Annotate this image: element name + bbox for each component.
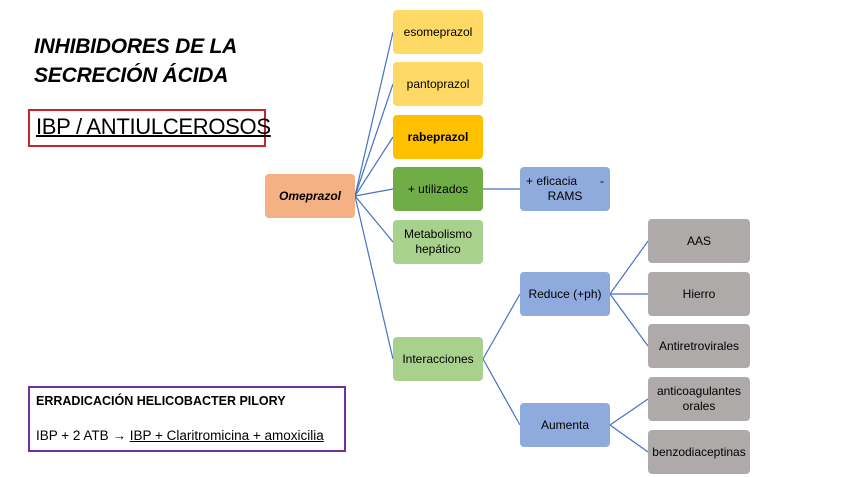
page-title: INHIBIDORES DE LA SECRECIÓN ÁCIDA xyxy=(34,32,237,90)
helicobacter-box: ERRADICACIÓN HELICOBACTER PILORY IBP + 2… xyxy=(28,386,346,452)
node-benzodiaceptinas: benzodiaceptinas xyxy=(648,430,750,474)
helicobacter-title: ERRADICACIÓN HELICOBACTER PILORY xyxy=(36,394,286,408)
regimen-prefix: IBP + 2 ATB xyxy=(36,428,109,443)
title-line-2: SECRECIÓN ÁCIDA xyxy=(34,64,229,87)
connector-omeprazol-metabolismo xyxy=(354,195,394,243)
connector-interacciones-reduce xyxy=(482,293,521,360)
node-omeprazol-label: Omeprazol xyxy=(278,188,341,203)
node-rabeprazol-label: rabeprazol xyxy=(407,129,469,144)
node-pantoprazol: pantoprazol xyxy=(393,62,483,106)
node-pantoprazol-label: pantoprazol xyxy=(406,76,470,91)
connector-omeprazol-utilizados xyxy=(354,188,394,197)
node-aumenta: Aumenta xyxy=(520,403,610,447)
node-aas: AAS xyxy=(648,219,750,263)
node-eficacia-minus: - xyxy=(600,174,604,188)
node-antiretrovirales-label: Antiretrovirales xyxy=(658,338,740,353)
node-metabolismo-label: Metabolismo hepático xyxy=(403,227,473,256)
node-benzodiaceptinas-label: benzodiaceptinas xyxy=(652,444,746,459)
node-utilizados-label: + utilizados xyxy=(407,181,469,196)
node-anticoagulantes: anticoagulantes orales xyxy=(648,377,750,421)
node-aas-label: AAS xyxy=(686,233,711,248)
title-line-1: INHIBIDORES DE LA xyxy=(34,35,238,58)
helicobacter-regimen-line: IBP + 2 ATB → IBP + Claritromicina + amo… xyxy=(36,428,324,443)
node-hierro: Hierro xyxy=(648,272,750,316)
node-eficacia-rams: + eficacia - RAMS xyxy=(520,167,610,211)
regimen-detail: IBP + Claritromicina + amoxicilia xyxy=(129,428,324,443)
connector-omeprazol-pantoprazol xyxy=(354,83,394,197)
connector-reduce-aas xyxy=(609,240,649,295)
connector-omeprazol-rabeprazol xyxy=(354,136,394,197)
connector-aumenta-anticoagulantes xyxy=(609,398,649,426)
node-interacciones-label: Interacciones xyxy=(402,351,474,366)
connector-interacciones-aumenta xyxy=(482,358,521,426)
arrow-right-icon: → xyxy=(112,428,126,443)
node-antiretrovirales: Antiretrovirales xyxy=(648,324,750,368)
node-reduce-label: Reduce (+ph) xyxy=(528,286,602,301)
node-aumenta-label: Aumenta xyxy=(540,417,590,432)
node-rabeprazol: rabeprazol xyxy=(393,115,483,159)
node-esomeprazol: esomeprazol xyxy=(393,10,483,54)
node-interacciones: Interacciones xyxy=(393,337,483,381)
connector-reduce-antiretrovirales xyxy=(609,293,649,347)
node-anticoagulantes-label: anticoagulantes orales xyxy=(656,384,742,413)
node-reduce: Reduce (+ph) xyxy=(520,272,610,316)
node-eficacia-label: + eficacia xyxy=(526,174,578,188)
node-utilizados: + utilizados xyxy=(393,167,483,211)
ibp-subtitle: IBP / ANTIULCEROSOS xyxy=(36,114,271,139)
node-esomeprazol-label: esomeprazol xyxy=(403,24,473,39)
node-omeprazol: Omeprazol xyxy=(265,174,355,218)
connector-aumenta-benzodiaceptinas xyxy=(609,424,649,453)
node-hierro-label: Hierro xyxy=(682,286,716,301)
node-metabolismo: Metabolismo hepático xyxy=(393,220,483,264)
node-rams-label: RAMS xyxy=(547,189,583,203)
ibp-subtitle-box: IBP / ANTIULCEROSOS xyxy=(28,109,271,147)
connector-omeprazol-interacciones xyxy=(354,195,394,360)
connector-omeprazol-esomeprazol xyxy=(354,31,394,197)
